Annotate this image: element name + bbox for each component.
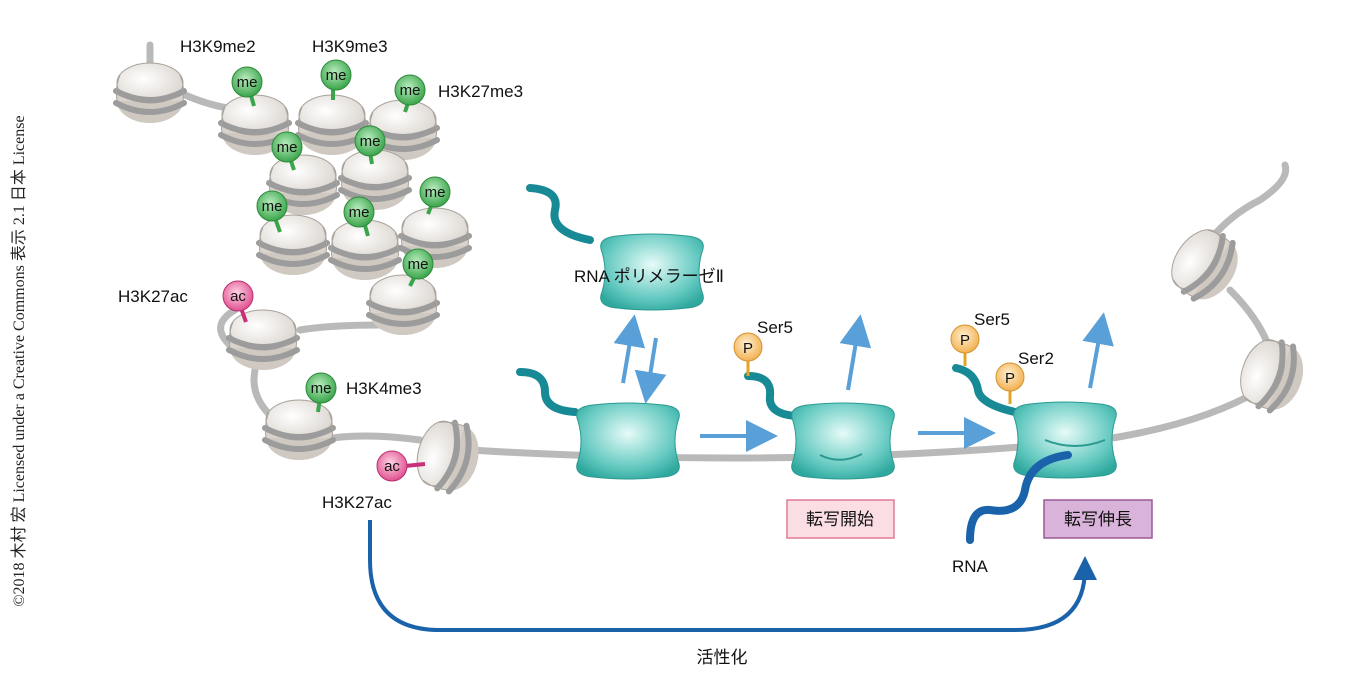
- svg-text:me: me: [277, 139, 298, 156]
- phospho-mark-ser5: P: [950, 324, 980, 366]
- label-rna-polymerase: RNA ポリメラーゼⅡ: [574, 267, 724, 286]
- phospho-mark-ser2: P: [995, 362, 1025, 404]
- svg-text:me: me: [425, 184, 446, 201]
- methyl-mark: me: [394, 74, 426, 113]
- label-ser5-elongation: Ser5: [974, 310, 1010, 329]
- rna-polymerase-elongation: [952, 364, 1117, 479]
- phospho-mark-ser5: P: [733, 332, 763, 376]
- nucleosome: [265, 400, 333, 460]
- activation-arrow: [368, 520, 1097, 632]
- svg-text:転写伸長: 転写伸長: [1064, 510, 1132, 529]
- methyl-mark: me: [256, 190, 288, 233]
- acetyl-mark: ac: [222, 280, 254, 323]
- nucleosome: [1232, 333, 1312, 417]
- label-activation: 活性化: [697, 648, 748, 667]
- label-ser2: Ser2: [1018, 349, 1054, 368]
- methyl-mark: me: [231, 66, 263, 107]
- acetyl-marks: ac ac: [222, 280, 426, 482]
- nucleosome: [259, 215, 327, 275]
- svg-text:me: me: [400, 82, 421, 99]
- methyl-marks: me me me me me me me me me me: [231, 59, 451, 413]
- nucleosome: [229, 310, 297, 370]
- svg-text:me: me: [360, 133, 381, 150]
- progression-arrows: [700, 312, 1114, 452]
- methyl-mark: me: [419, 176, 451, 215]
- rna-transcript: [966, 451, 1072, 544]
- svg-text:me: me: [408, 256, 429, 273]
- svg-text:P: P: [743, 340, 753, 357]
- stage-elongation-box: 転写伸長: [1043, 499, 1153, 539]
- methyl-mark: me: [402, 248, 434, 287]
- label-rna: RNA: [952, 557, 989, 576]
- svg-text:me: me: [311, 380, 332, 397]
- label-h3k9me3: H3K9me3: [312, 37, 388, 56]
- svg-text:me: me: [326, 67, 347, 84]
- nucleosome: [369, 275, 437, 335]
- label-h3k4me3: H3K4me3: [346, 379, 422, 398]
- rna-polymerase-free: RNA ポリメラーゼⅡ: [526, 184, 724, 311]
- phospho-marks: P P P: [733, 324, 1025, 404]
- svg-text:me: me: [349, 204, 370, 221]
- nucleosome: [410, 415, 486, 496]
- rna-polymerase-initiation: [744, 372, 895, 480]
- stage-initiation-box: 転写開始: [786, 499, 895, 539]
- nucleosome: [116, 63, 184, 123]
- svg-text:P: P: [1005, 370, 1015, 387]
- svg-text:me: me: [262, 198, 283, 215]
- label-h3k27ac-bottom: H3K27ac: [322, 493, 392, 512]
- methyl-mark: me: [343, 196, 375, 237]
- exchange-arrows: [613, 314, 667, 404]
- svg-text:転写開始: 転写開始: [806, 510, 874, 529]
- methyl-mark: me: [305, 372, 337, 413]
- methyl-mark: me: [354, 125, 386, 165]
- label-ser5-initiation: Ser5: [757, 318, 793, 337]
- label-h3k27me3: H3K27me3: [438, 82, 523, 101]
- svg-text:ac: ac: [230, 288, 246, 305]
- label-h3k27ac-top: H3K27ac: [118, 287, 188, 306]
- svg-text:me: me: [237, 74, 258, 91]
- methyl-mark: me: [271, 131, 303, 171]
- methyl-mark: me: [320, 59, 352, 100]
- svg-text:P: P: [960, 332, 970, 349]
- svg-text:ac: ac: [384, 458, 400, 475]
- acetyl-mark: ac: [376, 450, 426, 482]
- rna-polymerase-bound: [516, 368, 680, 480]
- label-h3k9me2: H3K9me2: [180, 37, 256, 56]
